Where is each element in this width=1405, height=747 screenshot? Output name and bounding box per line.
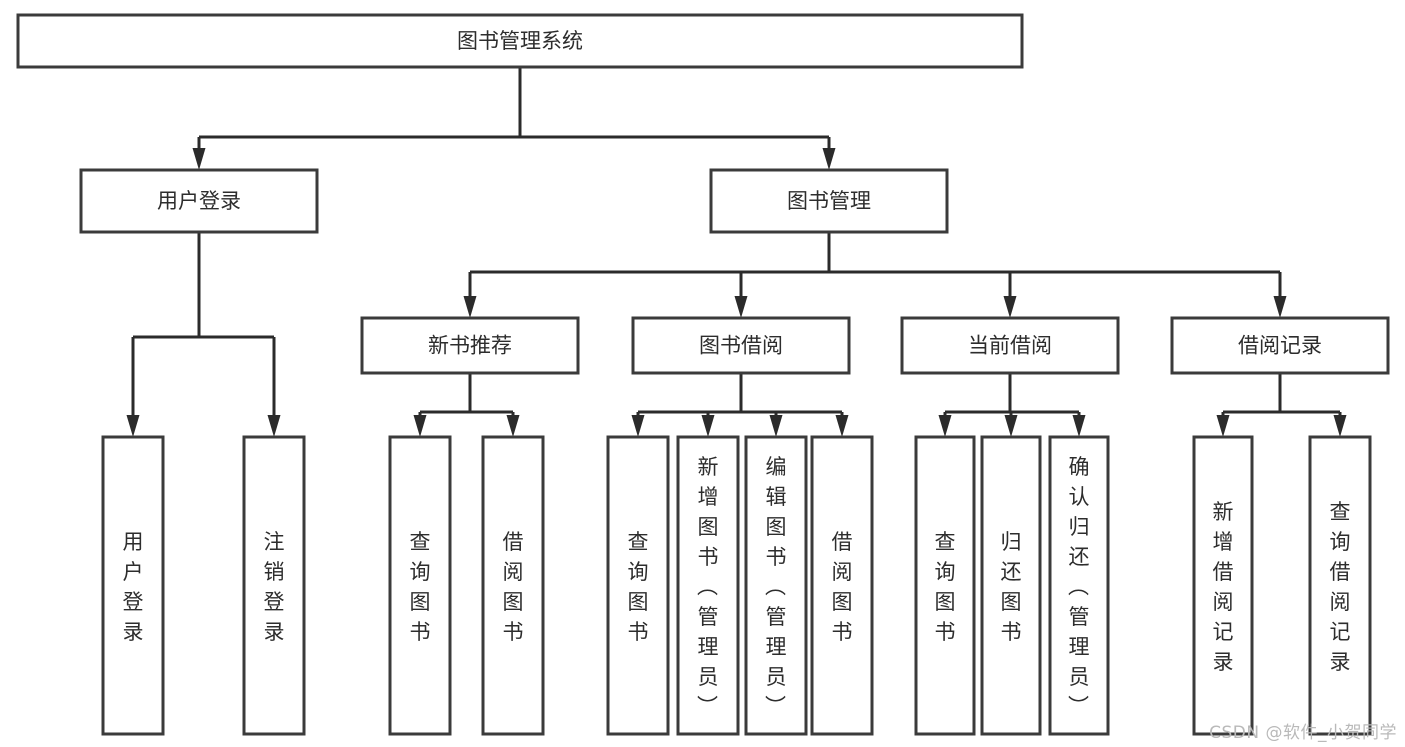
root-branch-arrow-0 bbox=[192, 148, 206, 170]
node-leaf-query-book-2-box bbox=[606, 435, 670, 736]
node-new-book-rec-label: 新书推荐 bbox=[428, 334, 512, 358]
node-leaf-add-record-box bbox=[1192, 435, 1254, 736]
new-book-rec-leaf-branch-arrow-0 bbox=[413, 415, 427, 437]
node-book-borrow-label: 图书借阅 bbox=[699, 334, 783, 358]
node-leaf-logout-label: 注销登录 bbox=[264, 530, 285, 644]
node-book-manage-label: 图书管理 bbox=[787, 189, 871, 213]
node-leaf-logout-box bbox=[242, 435, 306, 736]
book-manage-branch-arrow-1 bbox=[734, 296, 748, 318]
node-leaf-query-book-1[interactable]: 查询图书 bbox=[388, 435, 452, 736]
node-leaf-confirm-return-box bbox=[1048, 435, 1110, 736]
node-leaf-query-book-2[interactable]: 查询图书 bbox=[606, 435, 670, 736]
node-leaf-borrow-book-1-label: 借阅图书 bbox=[503, 530, 524, 644]
node-book-borrow-box bbox=[631, 316, 851, 375]
node-leaf-return-book[interactable]: 归还图书 bbox=[980, 435, 1042, 736]
connector-lines bbox=[126, 67, 1347, 437]
current-borrow-leaf-branch-arrow-0 bbox=[938, 415, 952, 437]
node-borrow-record-label: 借阅记录 bbox=[1238, 334, 1322, 358]
node-leaf-borrow-book-1-box bbox=[481, 435, 545, 736]
node-leaf-return-book-box bbox=[980, 435, 1042, 736]
node-leaf-edit-book[interactable]: 编辑图书（管理员） bbox=[744, 435, 808, 736]
node-root-book-management-system-label: 图书管理系统 bbox=[457, 29, 583, 53]
node-book-manage[interactable]: 图书管理 bbox=[709, 168, 949, 234]
node-leaf-user-login-label: 用户登录 bbox=[123, 530, 144, 644]
node-leaf-add-record-label: 新增借阅记录 bbox=[1213, 500, 1234, 674]
borrow-record-leaf-branch-arrow-1 bbox=[1333, 415, 1347, 437]
node-root-book-management-system[interactable]: 图书管理系统 bbox=[16, 13, 1024, 69]
node-leaf-query-book-1-label: 查询图书 bbox=[410, 530, 431, 644]
book-borrow-leaf-branch-arrow-3 bbox=[835, 415, 849, 437]
node-leaf-user-login[interactable]: 用户登录 bbox=[101, 435, 165, 736]
node-boxes: 图书管理系统用户登录图书管理新书推荐图书借阅当前借阅借阅记录用户登录注销登录查询… bbox=[16, 13, 1390, 736]
node-leaf-query-book-3[interactable]: 查询图书 bbox=[914, 435, 976, 736]
node-leaf-query-book-3-box bbox=[914, 435, 976, 736]
current-borrow-leaf-branch-arrow-2 bbox=[1072, 415, 1086, 437]
node-user-login[interactable]: 用户登录 bbox=[79, 168, 319, 234]
node-current-borrow-label: 当前借阅 bbox=[968, 334, 1052, 358]
node-leaf-query-record[interactable]: 查询借阅记录 bbox=[1308, 435, 1372, 736]
root-branch-arrow-1 bbox=[822, 148, 836, 170]
book-manage-branch-arrow-3 bbox=[1273, 296, 1287, 318]
book-manage-branch-arrow-2 bbox=[1003, 296, 1017, 318]
node-book-borrow[interactable]: 图书借阅 bbox=[631, 316, 851, 375]
current-borrow-leaf-branch-arrow-1 bbox=[1004, 415, 1018, 437]
book-manage-branch-arrow-0 bbox=[463, 296, 477, 318]
node-borrow-record-box bbox=[1170, 316, 1390, 375]
node-user-login-box bbox=[79, 168, 319, 234]
node-leaf-add-book[interactable]: 新增图书（管理员） bbox=[676, 435, 740, 736]
node-leaf-add-record[interactable]: 新增借阅记录 bbox=[1192, 435, 1254, 736]
node-current-borrow-box bbox=[900, 316, 1120, 375]
user-login-leaf-branch-arrow-1 bbox=[267, 415, 281, 437]
book-borrow-leaf-branch-arrow-1 bbox=[701, 415, 715, 437]
node-new-book-rec[interactable]: 新书推荐 bbox=[360, 316, 580, 375]
node-leaf-query-record-label: 查询借阅记录 bbox=[1330, 500, 1351, 674]
node-leaf-borrow-book-1[interactable]: 借阅图书 bbox=[481, 435, 545, 736]
node-leaf-borrow-book-2-label: 借阅图书 bbox=[832, 530, 853, 644]
node-leaf-query-book-1-box bbox=[388, 435, 452, 736]
node-leaf-logout[interactable]: 注销登录 bbox=[242, 435, 306, 736]
node-leaf-edit-book-box bbox=[744, 435, 808, 736]
node-leaf-query-book-3-label: 查询图书 bbox=[935, 530, 956, 644]
book-borrow-leaf-branch-arrow-0 bbox=[631, 415, 645, 437]
node-leaf-return-book-label: 归还图书 bbox=[1001, 530, 1022, 644]
node-leaf-user-login-box bbox=[101, 435, 165, 736]
user-login-leaf-branch-arrow-0 bbox=[126, 415, 140, 437]
node-leaf-confirm-return-label: 确认归还（管理员） bbox=[1068, 455, 1090, 719]
node-new-book-rec-box bbox=[360, 316, 580, 375]
node-leaf-borrow-book-2[interactable]: 借阅图书 bbox=[810, 435, 874, 736]
node-current-borrow[interactable]: 当前借阅 bbox=[900, 316, 1120, 375]
node-leaf-borrow-book-2-box bbox=[810, 435, 874, 736]
node-root-book-management-system-box bbox=[16, 13, 1024, 69]
node-leaf-edit-book-label: 编辑图书（管理员） bbox=[765, 455, 787, 719]
node-leaf-query-record-box bbox=[1308, 435, 1372, 736]
node-book-manage-box bbox=[709, 168, 949, 234]
node-leaf-query-book-2-label: 查询图书 bbox=[628, 530, 649, 644]
node-borrow-record[interactable]: 借阅记录 bbox=[1170, 316, 1390, 375]
node-leaf-add-book-box bbox=[676, 435, 740, 736]
node-user-login-label: 用户登录 bbox=[157, 189, 241, 213]
node-leaf-confirm-return[interactable]: 确认归还（管理员） bbox=[1048, 435, 1110, 736]
borrow-record-leaf-branch-arrow-0 bbox=[1216, 415, 1230, 437]
book-borrow-leaf-branch-arrow-2 bbox=[769, 415, 783, 437]
new-book-rec-leaf-branch-arrow-1 bbox=[506, 415, 520, 437]
node-leaf-add-book-label: 新增图书（管理员） bbox=[697, 455, 719, 719]
